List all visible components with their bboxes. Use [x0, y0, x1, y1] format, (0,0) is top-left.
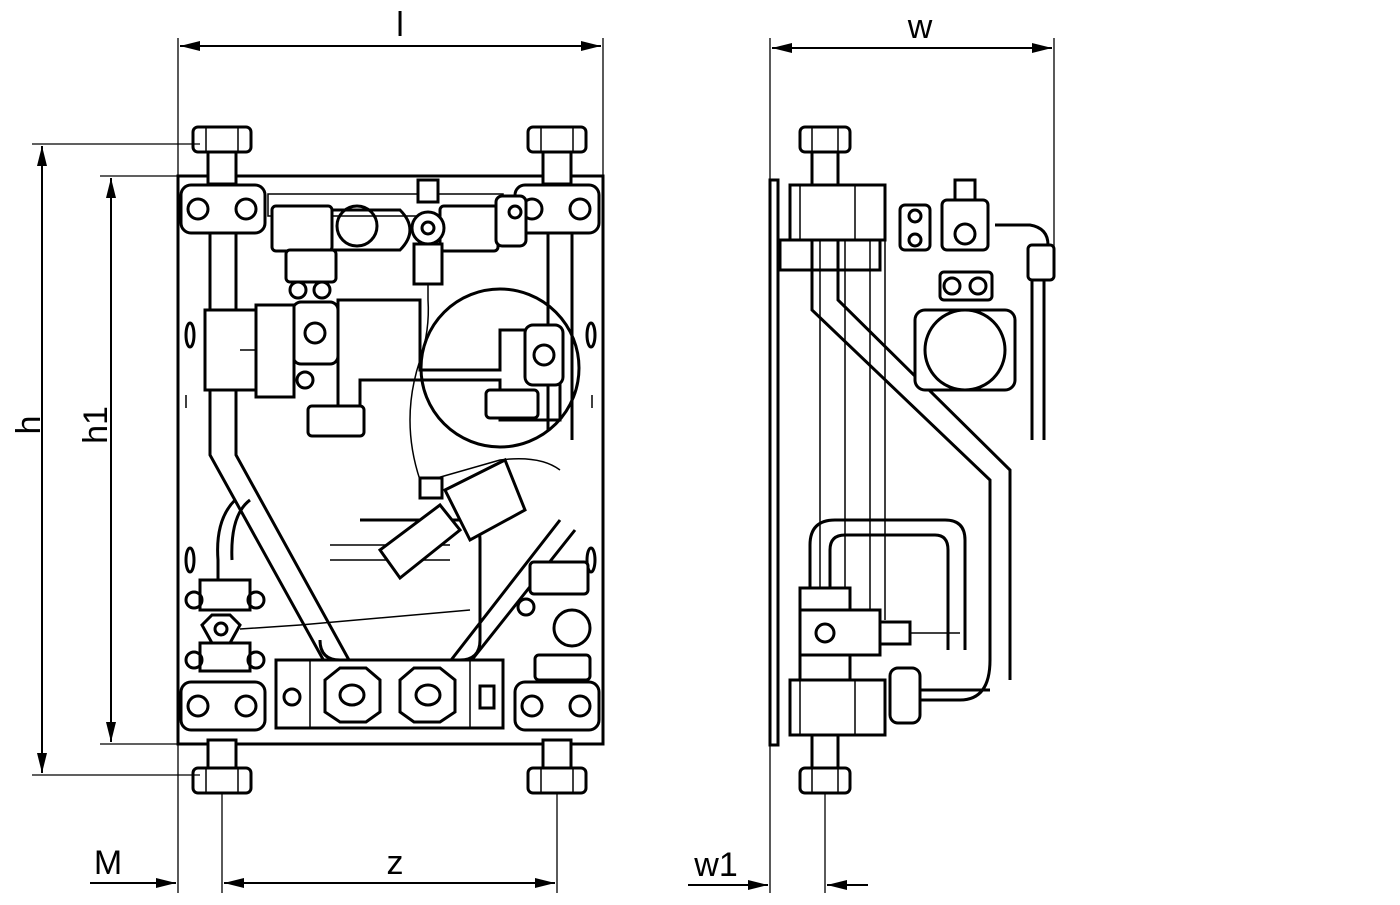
side-loop-pipe-inner [828, 533, 950, 650]
side-bottom-block [788, 666, 990, 737]
side-top-block [778, 183, 887, 272]
side-pump [913, 308, 1017, 392]
dimension-label-l: l [396, 6, 404, 44]
front-view: l h h1 M z [10, 6, 605, 893]
mixing-valve-actuator [377, 457, 527, 581]
manifold-center [291, 298, 565, 438]
top-left-fitting [191, 125, 253, 186]
bottom-right-fitting [526, 738, 588, 795]
loop-pipe-inner [230, 498, 251, 561]
bottom-left-fitting [191, 738, 253, 795]
side-right-valve [898, 178, 994, 302]
bottom-right-valve [516, 560, 592, 682]
capillary-line [409, 359, 561, 481]
side-bottom-fitting [798, 733, 852, 795]
dimension-label-w: w [907, 8, 933, 46]
side-body-lines [819, 240, 886, 620]
dimension-label-w1: w1 [693, 846, 737, 884]
dimension-label-z: z [387, 844, 404, 882]
bottom-bar [274, 658, 505, 730]
dimension-label-M: M [94, 844, 122, 882]
side-loop-pipe [808, 518, 967, 650]
top-right-fitting [526, 125, 588, 186]
side-sensor-elbow [995, 223, 1056, 440]
side-back-plate [768, 178, 780, 747]
plate-slots [184, 321, 597, 574]
dimension-label-h1: h1 [77, 406, 115, 444]
loop-pipe-left [216, 498, 237, 600]
top-left-clamp [179, 183, 267, 235]
bottom-right-clamp [513, 680, 601, 732]
mounting-plate [176, 174, 605, 746]
bottom-left-clamp [179, 680, 267, 732]
left-pipe [208, 233, 362, 691]
bottom-left-valve [184, 578, 471, 673]
side-view: w w1 [688, 8, 1056, 893]
side-lower-valve [798, 586, 960, 682]
top-right-clamp [513, 183, 601, 235]
side-top-fitting [798, 125, 852, 189]
dimension-label-h: h [10, 416, 48, 435]
capillary-loop [419, 287, 581, 449]
valve-body-top [270, 194, 528, 300]
left-control-box [203, 303, 296, 399]
